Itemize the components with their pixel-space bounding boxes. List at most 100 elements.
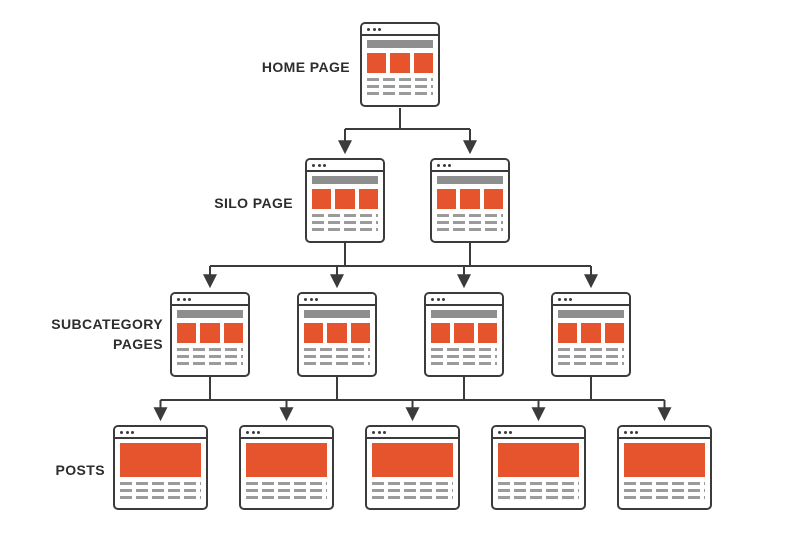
silo-to-subcategory-connector [203, 243, 598, 289]
browser-post-icon [365, 425, 460, 510]
window-dot-icon [377, 430, 381, 434]
window-dot-icon [367, 27, 370, 31]
thumbnail-row [177, 323, 243, 343]
nav-bar [177, 310, 243, 318]
window-dot-icon [315, 297, 318, 301]
subcategory-to-posts-connector [153, 377, 672, 422]
content-thumbnail [327, 323, 347, 343]
browser-post-icon [113, 425, 208, 510]
browser-page-icon [430, 158, 510, 243]
text-line [177, 362, 243, 365]
window-dot-icon [569, 297, 572, 301]
level-row-home [360, 22, 440, 107]
text-line [558, 362, 624, 365]
window-dot-icon [188, 297, 191, 301]
content-thumbnail [483, 189, 503, 209]
window-dot-icon [177, 297, 180, 301]
text-line [372, 489, 453, 492]
text-line [367, 92, 433, 95]
window-dot-icon [629, 430, 633, 434]
text-line [624, 482, 705, 485]
window-dot-icon [309, 297, 313, 301]
browser-page-icon [297, 292, 377, 377]
text-line [431, 362, 497, 365]
window-body [241, 439, 332, 499]
browser-page-icon [551, 292, 631, 377]
thumbnail-row [558, 323, 624, 343]
window-dot-icon [246, 430, 249, 434]
content-thumbnail [431, 323, 451, 343]
content-thumbnail [413, 53, 433, 73]
window-body [426, 306, 502, 365]
content-thumbnail [581, 323, 601, 343]
thumbnail-row [367, 53, 433, 73]
text-line [372, 496, 453, 499]
window-dot-icon [312, 163, 315, 167]
window-dot-icon [509, 430, 512, 434]
text-line [312, 228, 378, 231]
content-thumbnail [200, 323, 220, 343]
text-line [246, 489, 327, 492]
text-line [120, 482, 201, 485]
window-dot-icon [436, 297, 440, 301]
window-dot-icon [498, 430, 501, 434]
window-titlebar [307, 160, 383, 172]
window-titlebar [553, 294, 629, 306]
browser-page-icon [170, 292, 250, 377]
content-thumbnail [177, 323, 197, 343]
window-dot-icon [635, 430, 638, 434]
level-label-home-page: HOME PAGE [261, 59, 350, 75]
text-line [431, 348, 497, 351]
text-line [498, 489, 579, 492]
nav-bar [312, 176, 378, 184]
nav-bar [437, 176, 503, 184]
content-thumbnail [335, 189, 355, 209]
text-line [624, 496, 705, 499]
window-dot-icon [257, 430, 260, 434]
text-line [624, 489, 705, 492]
browser-post-icon [617, 425, 712, 510]
window-titlebar [362, 24, 438, 36]
browser-page-icon [424, 292, 504, 377]
window-dot-icon [442, 297, 445, 301]
thumbnail-row [304, 323, 370, 343]
thumbnail-row [312, 189, 378, 209]
content-block [498, 443, 579, 477]
content-thumbnail [604, 323, 624, 343]
thumbnail-row [437, 189, 503, 209]
content-thumbnail [558, 323, 578, 343]
level-label-silo-page: SILO PAGE [214, 195, 293, 211]
text-line [304, 348, 370, 351]
text-line [120, 496, 201, 499]
window-body [367, 439, 458, 499]
text-line [246, 482, 327, 485]
window-dot-icon [304, 297, 307, 301]
content-block [120, 443, 201, 477]
content-block [246, 443, 327, 477]
content-thumbnail [358, 189, 378, 209]
window-dot-icon [251, 430, 255, 434]
window-body [619, 439, 710, 499]
window-titlebar [299, 294, 375, 306]
content-block [372, 443, 453, 477]
text-line [304, 362, 370, 365]
content-thumbnail [390, 53, 410, 73]
browser-page-icon [305, 158, 385, 243]
window-body [172, 306, 248, 365]
text-line [498, 482, 579, 485]
text-line [120, 489, 201, 492]
text-line [558, 348, 624, 351]
content-thumbnail [367, 53, 387, 73]
window-body [432, 172, 508, 231]
window-titlebar [493, 427, 584, 439]
text-line [367, 78, 433, 81]
text-line [304, 355, 370, 358]
nav-bar [431, 310, 497, 318]
content-thumbnail [304, 323, 324, 343]
window-dot-icon [563, 297, 567, 301]
text-line [367, 85, 433, 88]
text-line [431, 355, 497, 358]
text-line [177, 355, 243, 358]
window-dot-icon [131, 430, 134, 434]
window-dot-icon [323, 163, 326, 167]
